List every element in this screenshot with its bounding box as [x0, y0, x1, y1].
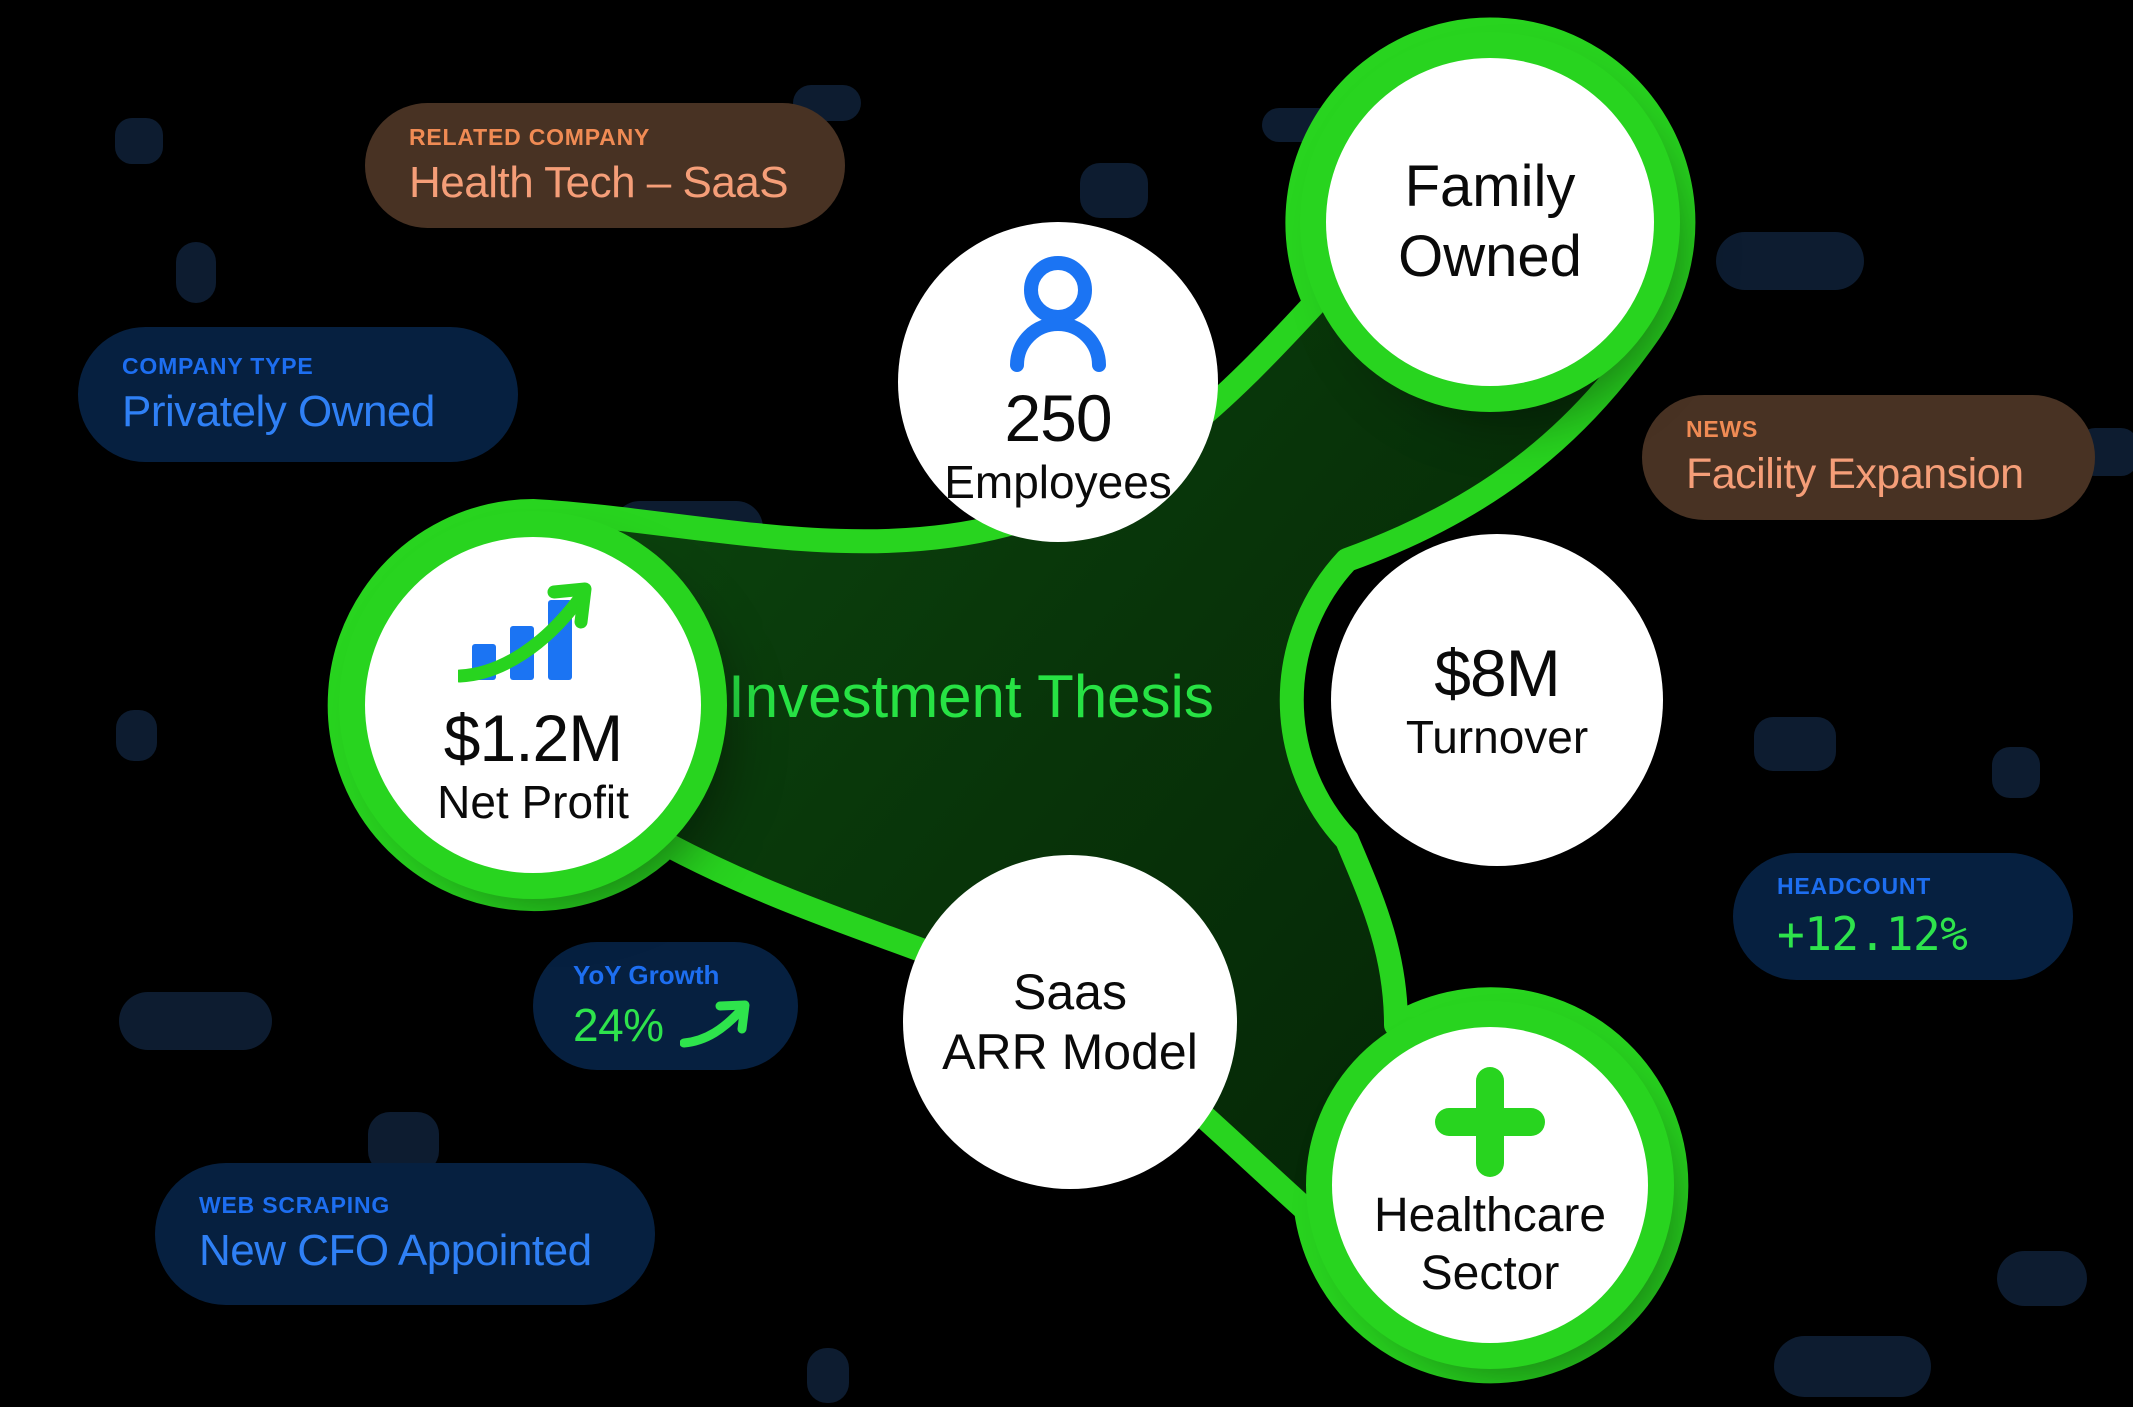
- node-net-profit-label: Net Profit: [437, 775, 629, 828]
- decorative-dash: [119, 992, 272, 1050]
- tag-related-company: RELATED COMPANY Health Tech – SaaS: [365, 103, 845, 228]
- tag-web-scraping: WEB SCRAPING New CFO Appointed: [155, 1163, 655, 1305]
- decorative-dash: [1754, 717, 1836, 771]
- tag-news: NEWS Facility Expansion: [1642, 395, 2095, 520]
- node-family-line2: Owned: [1398, 224, 1582, 289]
- decorative-dash: [1716, 232, 1864, 290]
- node-net-profit: $1.2M Net Profit: [365, 537, 701, 873]
- node-turnover: $8M Turnover: [1331, 534, 1663, 866]
- decorative-dash: [1080, 163, 1148, 218]
- node-healthcare-sector: Healthcare Sector: [1332, 1027, 1648, 1343]
- node-healthcare-line2: Sector: [1420, 1247, 1560, 1300]
- decorative-dash: [115, 118, 163, 164]
- node-employees: 250 Employees: [898, 222, 1218, 542]
- node-healthcare-line1: Healthcare: [1373, 1189, 1607, 1243]
- node-family-line1: Family: [1404, 154, 1576, 220]
- tag-headcount: HEADCOUNT +12.12%: [1733, 853, 2073, 980]
- tag-company-type-label: COMPANY TYPE: [122, 352, 314, 379]
- tag-web-scraping-label: WEB SCRAPING: [199, 1192, 391, 1218]
- decorative-dash: [1997, 1251, 2087, 1306]
- tag-yoy-growth-value: 24%: [573, 999, 664, 1051]
- tag-headcount-label: HEADCOUNT: [1777, 872, 1932, 899]
- bar-chart-growth-icon: [458, 582, 592, 683]
- node-turnover-value: $8M: [1434, 635, 1560, 710]
- node-employees-label: Employees: [944, 455, 1172, 508]
- node-turnover-label: Turnover: [1405, 710, 1589, 763]
- node-saas-arr: Saas ARR Model: [903, 855, 1237, 1189]
- tag-headcount-value: +12.12%: [1777, 906, 1968, 961]
- tag-company-type: COMPANY TYPE Privately Owned: [78, 327, 518, 462]
- decorative-dash: [176, 242, 216, 303]
- blob-shape: [327, 17, 1696, 1384]
- trend-up-arrow-icon: [679, 1000, 750, 1048]
- center-title: Investment Thesis: [728, 663, 1214, 730]
- tag-company-type-value: Privately Owned: [122, 386, 435, 436]
- tag-news-value: Facility Expansion: [1686, 450, 2024, 498]
- decorative-dash: [116, 710, 157, 761]
- node-employees-value: 250: [1004, 380, 1112, 455]
- decorative-dash: [807, 1348, 849, 1403]
- decorative-dash: [1992, 747, 2040, 798]
- decorative-dash: [368, 1112, 439, 1173]
- node-saas-line1: Saas: [1013, 964, 1127, 1020]
- person-icon: [1010, 255, 1106, 372]
- tag-news-label: NEWS: [1686, 416, 1759, 442]
- tag-yoy-growth: YoY Growth 24%: [533, 942, 798, 1070]
- node-net-profit-value: $1.2M: [443, 700, 623, 775]
- decorative-dash: [1774, 1336, 1931, 1397]
- tag-related-company-label: RELATED COMPANY: [409, 123, 651, 150]
- plus-icon: [1435, 1067, 1545, 1178]
- tag-yoy-growth-label: YoY Growth: [573, 960, 720, 990]
- tag-related-company-value: Health Tech – SaaS: [409, 157, 789, 207]
- tag-web-scraping-value: New CFO Appointed: [199, 1226, 592, 1275]
- node-family-owned: Family Owned: [1326, 58, 1654, 386]
- node-saas-line2: ARR Model: [942, 1024, 1198, 1080]
